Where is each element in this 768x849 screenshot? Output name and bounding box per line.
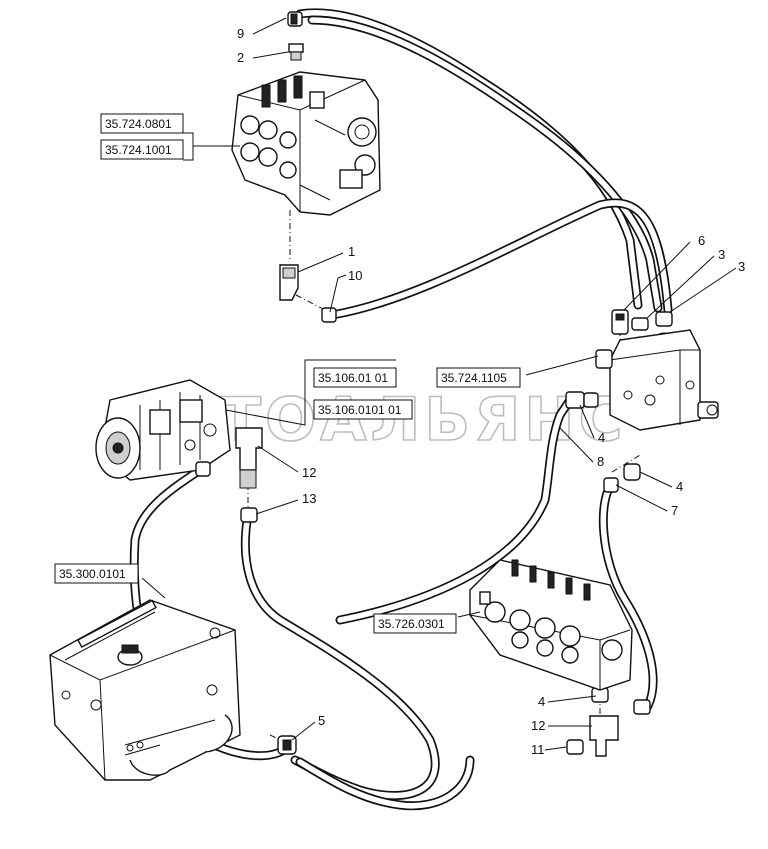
leader-lines: [141, 17, 737, 751]
fitting-1: [279, 264, 299, 301]
hose-7: [598, 479, 658, 711]
fitting-12a: [235, 427, 263, 489]
hose-9-second-line: [307, 15, 663, 313]
ref-box-35-106-0101-01[interactable]: 35.106.0101 01: [313, 399, 413, 420]
plug-11: [566, 739, 584, 755]
fitting-2: [288, 43, 304, 61]
hose-8: [335, 395, 575, 625]
part-num-12a: 12: [302, 465, 316, 480]
part-num-4a: 4: [598, 430, 605, 445]
hydraulic-pump: [95, 379, 231, 481]
fitting-7: [603, 477, 619, 493]
hose-10: [327, 198, 673, 320]
ref-box-35-300-0101[interactable]: 35.300.0101: [54, 563, 139, 584]
fitting-9: [287, 11, 303, 27]
fitting-13: [240, 507, 258, 523]
fitting-5: [277, 735, 297, 755]
reference-boxes: 35.724.0801 35.724.1001 35.106.01 01 35.…: [54, 113, 521, 634]
part-num-10: 10: [348, 268, 362, 283]
svg-text:35.724.0801: 35.724.0801: [105, 117, 172, 131]
part-num-9: 9: [237, 26, 244, 41]
svg-text:35.724.1105: 35.724.1105: [441, 371, 507, 385]
part-num-13: 13: [302, 491, 316, 506]
part-num-4b: 4: [676, 479, 683, 494]
fitting-10: [321, 307, 337, 323]
part-num-2: 2: [237, 50, 244, 65]
part-num-8: 8: [597, 454, 604, 469]
part-num-1: 1: [348, 244, 355, 259]
fitting-12b: [589, 715, 619, 757]
part-num-4c: 4: [538, 694, 545, 709]
svg-text:35.300.0101: 35.300.0101: [59, 567, 126, 581]
fitting-7-bottom: [633, 699, 651, 715]
svg-text:35.726.0301: 35.726.0301: [378, 617, 445, 631]
hydraulic-tank: [49, 599, 241, 781]
part-num-7: 7: [671, 503, 678, 518]
ref-box-35-724-0801[interactable]: 35.724.0801: [100, 113, 184, 134]
ref-box-35-724-1001[interactable]: 35.724.1001: [100, 139, 184, 160]
main-control-valve: [469, 559, 633, 691]
svg-text:35.724.1001: 35.724.1001: [105, 143, 172, 157]
fitting-4a: [565, 391, 599, 409]
assembly-line-4-block: [611, 454, 641, 473]
ref-box-35-726-0301[interactable]: 35.726.0301: [373, 613, 457, 634]
ref-box-35-724-1105[interactable]: 35.724.1105: [436, 367, 521, 388]
hose-tank-return: [295, 755, 475, 811]
priority-valve-block: [595, 329, 719, 431]
part-num-6: 6: [698, 233, 705, 248]
fitting-6: [611, 309, 629, 335]
control-valve-top: [231, 71, 381, 216]
part-num-12b: 12: [531, 718, 545, 733]
part-num-5: 5: [318, 713, 325, 728]
assembly-line-1-10: [295, 294, 326, 311]
part-num-11: 11: [531, 742, 545, 757]
fitting-4b: [623, 463, 641, 481]
part-num-3a: 3: [718, 247, 725, 262]
part-num-3b: 3: [738, 259, 745, 274]
ref-box-35-106-01-01[interactable]: 35.106.01 01: [313, 367, 397, 388]
svg-text:35.106.0101 01: 35.106.0101 01: [318, 403, 402, 417]
part-number-labels: 9 2 1 10 6 3 3 4 8 4 7 12 13 5 4 12 11: [237, 26, 745, 757]
svg-text:35.106.01 01: 35.106.01 01: [318, 371, 388, 385]
